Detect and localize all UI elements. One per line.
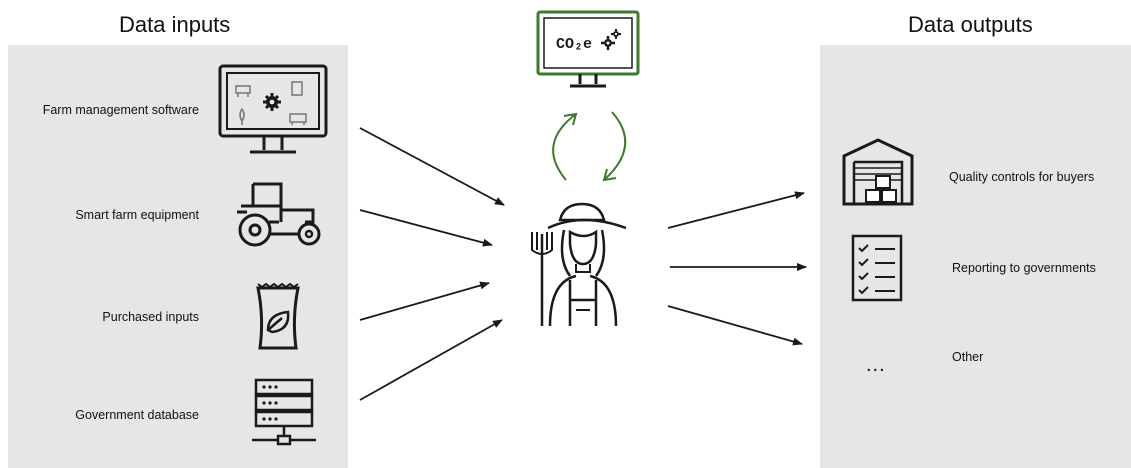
arrow-farmer-to-other <box>668 306 802 344</box>
arrow-purchased-to-farmer <box>360 283 489 320</box>
arrow-farmer-to-quality <box>668 193 804 228</box>
arrow-equipment-to-farmer <box>360 210 492 245</box>
arrow-database-to-farmer <box>360 320 502 400</box>
arrow-software-to-farmer <box>360 128 504 205</box>
